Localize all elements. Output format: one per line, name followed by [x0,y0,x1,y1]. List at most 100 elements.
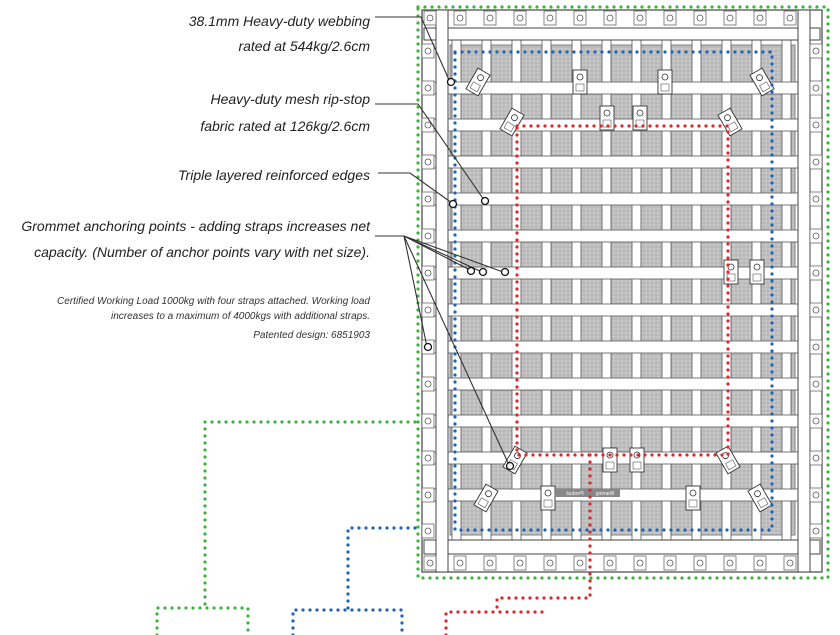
grommet-left [424,491,432,499]
note-working-load-1: Certified Working Load 1000kg with four … [57,296,370,307]
grommet-left [424,454,432,462]
anchor-tab [629,447,645,473]
size-bracket-green [155,606,250,635]
anchor-tab [657,69,673,95]
anchor-tab [540,485,556,511]
leader-grommet-4 [403,235,428,348]
edge-band-top [423,27,821,41]
webbing-vertical [541,39,552,541]
anchor-grommet-icon [603,109,611,117]
webbing-vertical [781,39,792,541]
grommet-bottom [636,559,644,567]
grommet-bottom [516,559,524,567]
webbing-horizontal [425,414,819,428]
grommet-right [812,121,820,129]
grommet-left [424,306,432,314]
size-leader-red [495,453,592,614]
anchor-tab [599,105,615,131]
grommet-right [812,84,820,92]
stitch-box-icon [752,273,762,282]
anchor-grommet-icon [689,489,697,497]
webbing-horizontal [425,229,819,243]
anchor-tab [747,483,773,513]
grommet-left [424,269,432,277]
callout-mesh-line2: fabric rated at 126kg/2.6cm [200,118,370,134]
grommet-top [636,14,644,22]
anchor-tab [723,259,739,285]
leader-grommet-2 [403,235,504,273]
grommet-top [756,14,764,22]
grommet-left [424,195,432,203]
grommet-right [812,47,820,55]
anchor-grommet-icon [753,263,761,271]
size-leader-blue [346,526,417,612]
webbing-vertical [481,39,492,541]
stitch-box-icon [726,273,736,282]
grommet-top [576,14,584,22]
outline-blue [453,50,774,532]
anchor-grommet-icon [661,73,669,81]
leader-grommet-3 [403,235,471,271]
leader-webbing [375,16,451,83]
grommet-top [546,14,554,22]
warning-label-text: Warning [596,491,615,497]
grommet-bottom [606,559,614,567]
callout-webbing-line2: rated at 544kg/2.6cm [238,38,370,54]
stitch-box-icon [660,83,670,92]
grommet-top [426,14,434,22]
webbing-horizontal [425,303,819,317]
grommet-left [424,158,432,166]
stitch-box-icon [727,121,739,133]
leader-edges [378,172,453,204]
stitch-box-icon [759,81,771,93]
webbing-horizontal [425,155,819,169]
grommet-bottom [456,559,464,567]
anchor-grommet-icon [477,74,484,82]
grommet-top [666,14,674,22]
grommet-top [696,14,704,22]
leader-grommet-5-marker [505,461,515,471]
anchor-tab [715,445,741,475]
grommet-top [726,14,734,22]
grommet-bottom [576,559,584,567]
stitch-box-icon [503,121,515,133]
leader-grommet-4-marker [423,342,433,352]
webbing-vertical [691,39,702,541]
webbing-vertical [751,39,762,541]
edge-band-right [797,9,811,573]
edge-band-bottom [423,539,821,555]
size-leader-green [203,420,417,610]
leader-webbing-marker [446,77,456,87]
stitch-box-icon [605,461,615,470]
anchor-tab [602,447,618,473]
grommet-bottom [546,559,554,567]
stitch-box-icon [575,83,585,92]
grommet-right [812,195,820,203]
grommet-left [424,47,432,55]
grommet-right [812,343,820,351]
anchor-tab [465,67,491,97]
stitch-box-icon [632,461,642,470]
anchor-grommet-icon [485,490,492,498]
size-bracket-red [444,610,547,635]
webbing-horizontal [425,340,819,354]
stitch-box-icon [477,497,489,509]
callout-mesh-line1: Heavy-duty mesh rip-stop [210,91,370,107]
grommet-bottom [726,559,734,567]
callout-webbing-line1: 38.1mm Heavy-duty webbing [188,13,370,29]
outline-green [416,5,830,580]
outline-red [515,124,730,457]
grommet-right [812,306,820,314]
webbing-horizontal [425,451,819,465]
anchor-tab [749,259,765,285]
leader-mesh [375,103,485,201]
leader-grommet-1-marker [478,267,488,277]
leader-grommet-2-marker [500,267,510,277]
grommet-right [812,380,820,388]
webbing-vertical [451,39,462,541]
grommet-right [812,491,820,499]
leader-mesh-marker [480,196,490,206]
leader-grommet-5 [403,235,510,466]
grommet-top [486,14,494,22]
stitch-box-icon [469,81,481,93]
